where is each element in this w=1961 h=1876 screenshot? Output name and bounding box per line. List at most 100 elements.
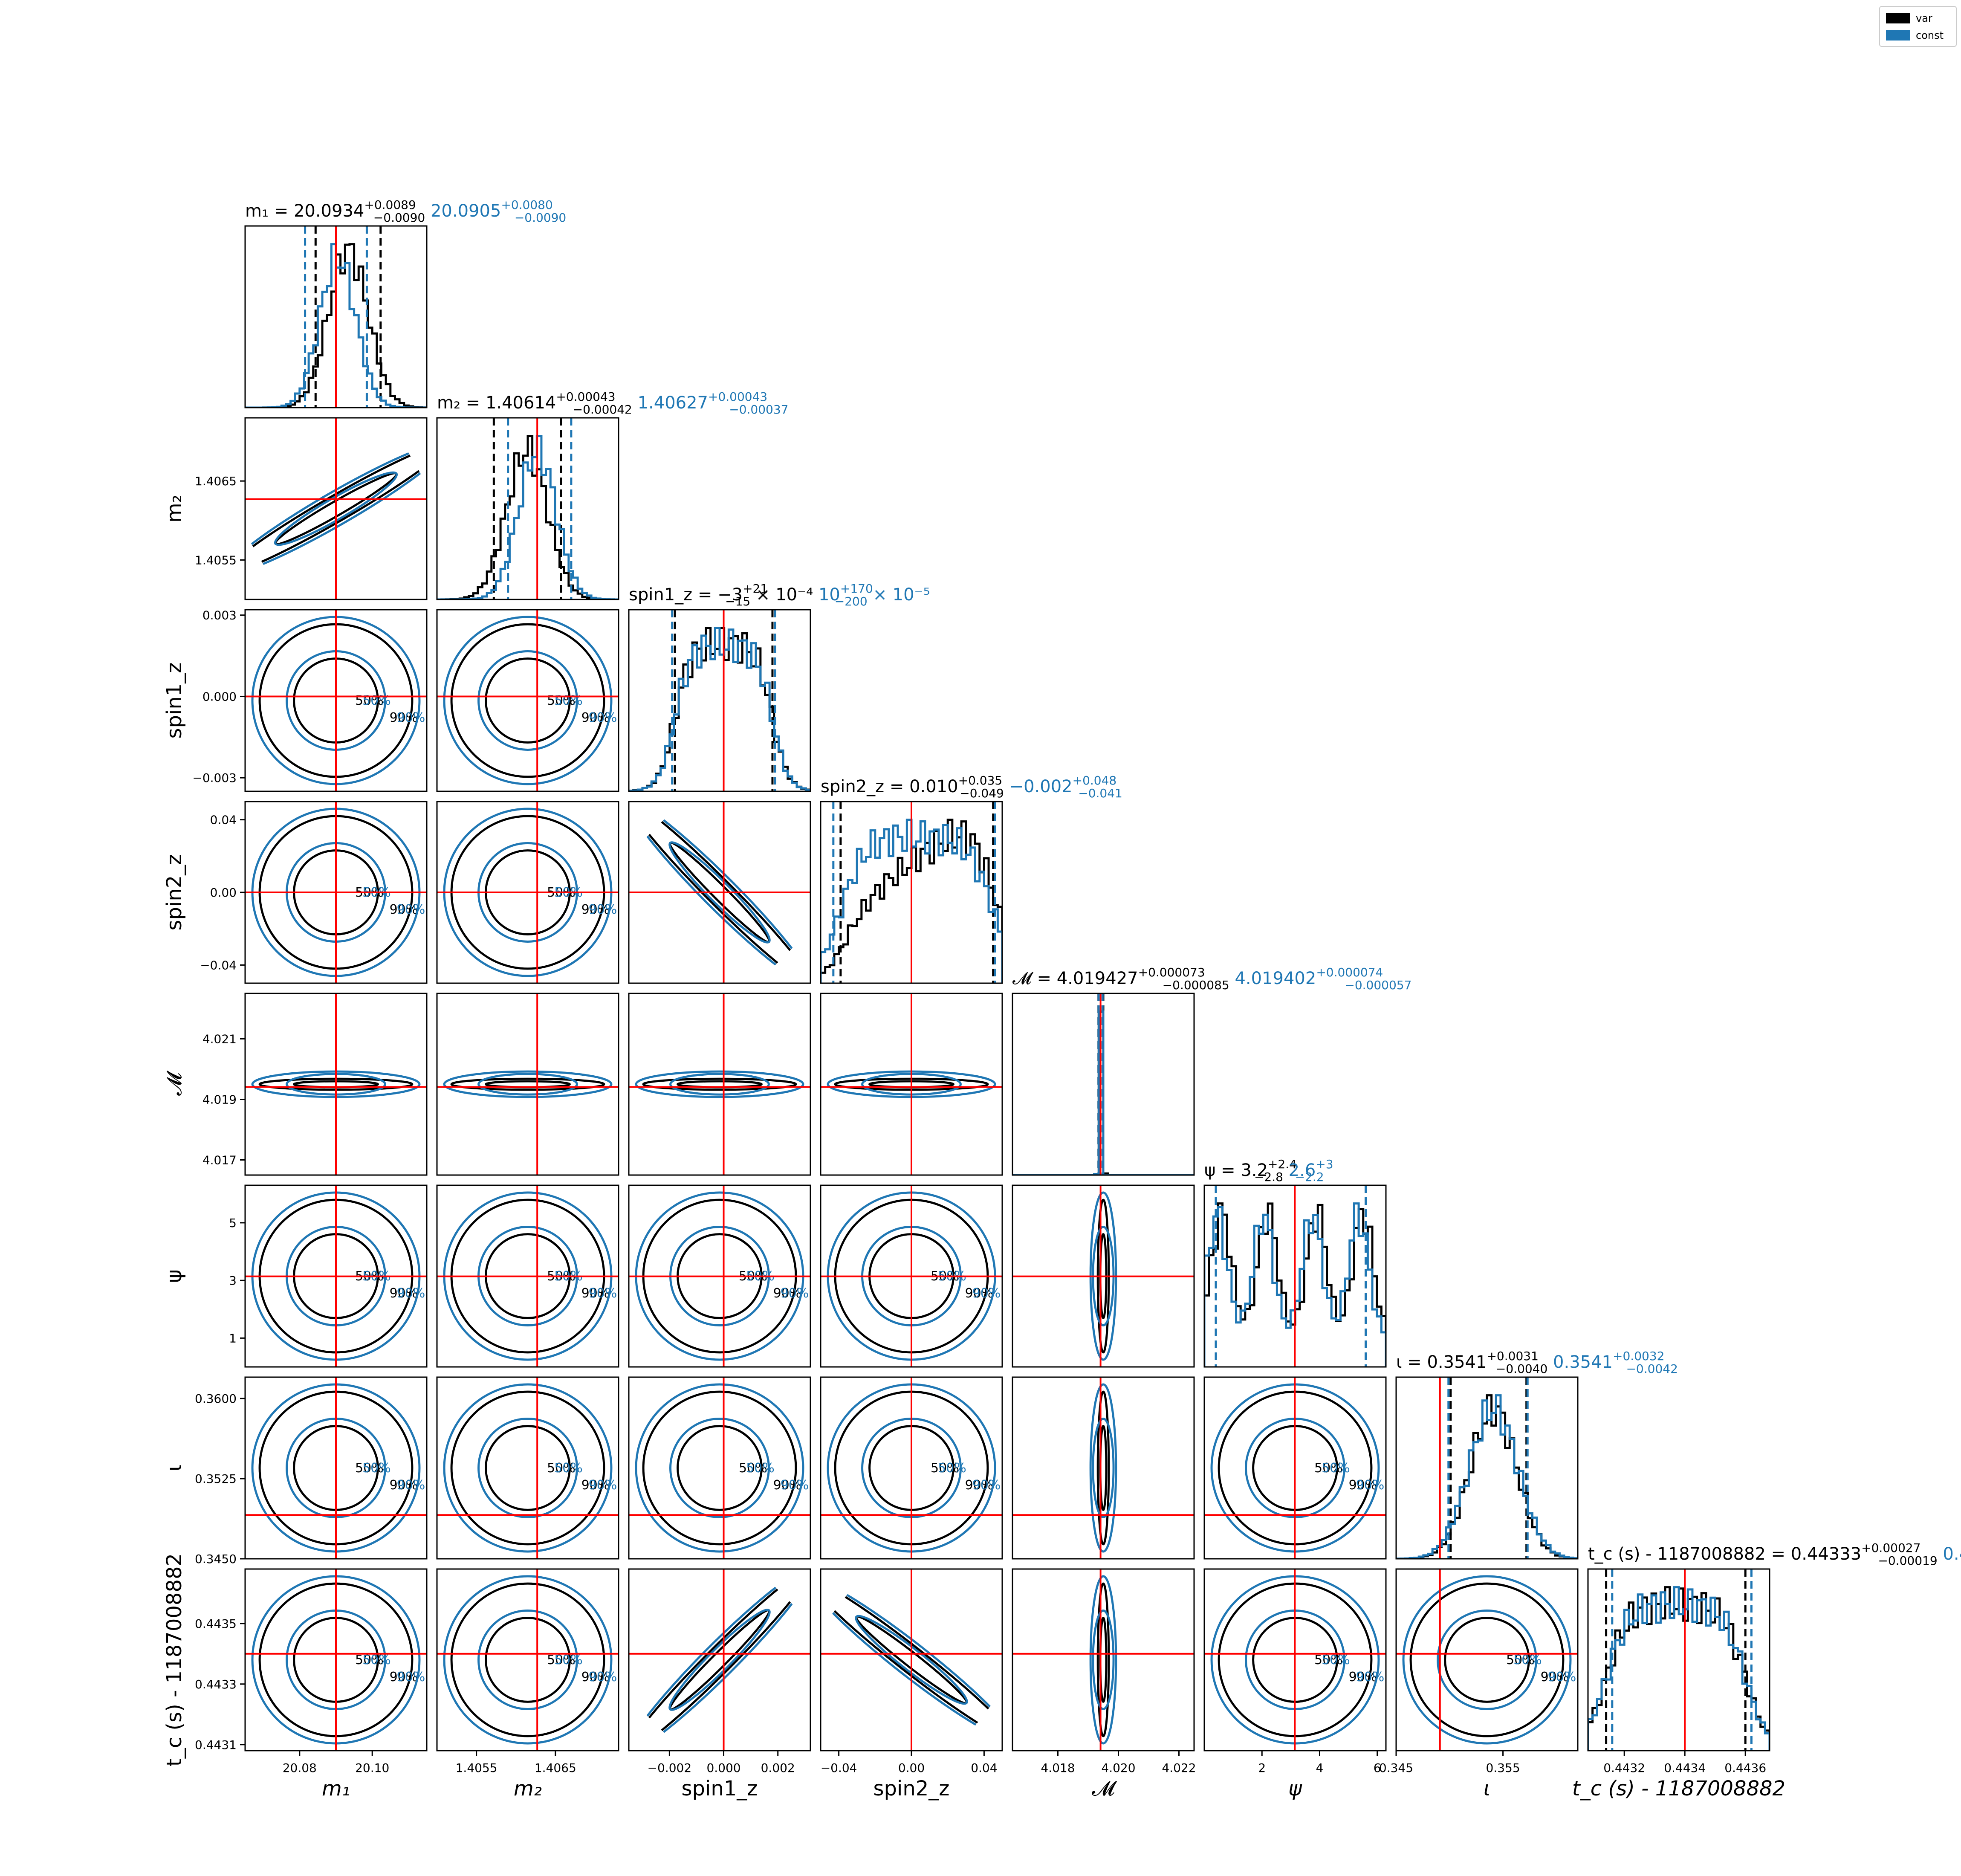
contour-label-var-50-iota-vs-psi: 50% (1314, 1461, 1343, 1476)
panel-psi-vs-psi: ψ = 3.2+2.4−2.8 2.6+3−2.2 (1203, 1157, 1387, 1368)
contour-const-90-iota-vs-spin1_z (635, 1383, 804, 1553)
contour-label-const-50-tc-vs-m2: 50% (554, 1653, 583, 1668)
panel-frame-spin1_z-vs-m1 (244, 609, 428, 792)
title-var-lower-iota: −0.0040 (1496, 1362, 1547, 1376)
xtick-label-m2-1: 1.4065 (535, 1761, 576, 1775)
ytick-label-m2-0: 1.4055 (195, 553, 237, 567)
title-const-value-mchirp: 4.019402 (1235, 969, 1316, 988)
contour-label-const-90-tc-vs-psi: 90% (1356, 1670, 1385, 1685)
ytick-label-psi-0: 1 (229, 1331, 237, 1345)
contour-var-50-tc-vs-spin1_z (668, 1609, 771, 1711)
title-const-value-psi: 2.6 (1289, 1161, 1316, 1180)
title-m1: m₁ = 20.0934+0.0089−0.0090 20.0905+0.008… (245, 198, 566, 225)
panel-frame-spin2_z-vs-spin1_z (628, 801, 811, 984)
contour-var-90-iota-vs-mchirp (1096, 1390, 1110, 1546)
hist-const-spin1_z (629, 627, 810, 791)
contour-label-const-90-psi-vs-spin1_z: 90% (781, 1286, 809, 1301)
title-const-value-spin1_z: 10 (813, 585, 840, 605)
contour-label-const-90-spin2_z-vs-m1: 90% (397, 902, 425, 917)
ytick-label-spin1_z-0: −0.003 (192, 771, 237, 785)
panel-iota-vs-psi: 50%90%50%90% (1203, 1376, 1387, 1560)
panel-frame-iota-vs-m2 (436, 1376, 619, 1560)
contour-const-90-tc-vs-spin1_z (628, 1568, 812, 1752)
panel-frame-psi-vs-m1 (244, 1184, 428, 1368)
panel-frame-tc-vs-m2 (436, 1568, 619, 1752)
title-var-value-iota: ι = 0.3541 (1396, 1352, 1487, 1372)
xtick-label-spin2_z-0: −0.04 (821, 1761, 857, 1775)
panel-frame-iota-vs-iota (1395, 1376, 1579, 1560)
xtick-label-tc-1: 0.4434 (1664, 1761, 1706, 1775)
ytick-label-tc-0: 0.4431 (195, 1738, 237, 1752)
contour-label-var-90-spin1_z-vs-m1: 90% (390, 710, 418, 725)
title-const-lower-iota: −0.0042 (1626, 1362, 1678, 1376)
contour-label-var-90-spin2_z-vs-m1: 90% (390, 902, 418, 917)
legend-swatch-const (1886, 30, 1910, 41)
legend-label-var: var (1916, 12, 1932, 24)
contour-label-var-50-iota-vs-m1: 50% (355, 1461, 384, 1476)
title-var-lower-m1: −0.0090 (373, 211, 425, 225)
ytick-label-tc-1: 0.4433 (195, 1677, 237, 1691)
yaxis-label-tc: t_c (s) - 1187008882 (162, 1553, 186, 1766)
panel-frame-m2-vs-m1 (244, 417, 428, 600)
panel-psi-vs-mchirp (1012, 1184, 1195, 1368)
contour-label-const-50-tc-vs-psi: 50% (1322, 1653, 1350, 1668)
panel-frame-tc-vs-iota (1395, 1568, 1579, 1752)
contour-label-var-50-tc-vs-psi: 50% (1314, 1653, 1343, 1668)
panel-frame-tc-vs-psi (1203, 1568, 1387, 1752)
title-var-upper-m2: +0.00043 (556, 390, 615, 404)
panel-frame-mchirp-vs-m1 (244, 993, 428, 1176)
title-const-suffix-spin1_z: × 10⁻⁵ (868, 585, 930, 605)
title-tc: t_c (s) - 1187008882 = 0.44333+0.00027−0… (1588, 1541, 1961, 1568)
title-var-lower-tc: −0.00019 (1878, 1554, 1937, 1568)
ytick-label-spin2_z-1: 0.00 (210, 886, 237, 900)
hist-const-iota (1396, 1394, 1578, 1559)
title-var-lower-spin2_z: −0.049 (960, 786, 1004, 800)
xaxis-label-mchirp: 𝓜 (1092, 1777, 1117, 1801)
panel-frame-iota-vs-spin1_z (628, 1376, 811, 1560)
contour-var-90-tc-vs-m2 (450, 1582, 605, 1737)
panel-iota-vs-spin2_z: 50%90%50%90% (820, 1376, 1003, 1560)
xaxis-label-m1: m₁ (322, 1777, 350, 1801)
xtick-label-mchirp-2: 4.022 (1162, 1761, 1196, 1775)
contour-label-var-90-tc-vs-m1: 90% (390, 1670, 418, 1685)
title-var-upper-iota: +0.0031 (1487, 1349, 1538, 1363)
title-const-value-m2: 1.40627 (638, 393, 708, 413)
title-const-value-m1: 20.0905 (431, 201, 501, 221)
contour-label-const-90-spin2_z-vs-m2: 90% (589, 902, 617, 917)
contour-const-50-tc-vs-spin1_z (668, 1609, 771, 1711)
panel-frame-tc-vs-spin1_z (628, 1568, 811, 1752)
xtick-label-spin2_z-2: 0.04 (971, 1761, 997, 1775)
title-spacer-m1 (425, 201, 431, 221)
hist-const-tc (1588, 1586, 1770, 1751)
panel-m2-vs-m2: m₂ = 1.40614+0.00043−0.00042 1.40627+0.0… (436, 390, 789, 600)
title-spacer-psi (1283, 1161, 1289, 1180)
panel-spin1_z-vs-m2: 50%90%50%90% (436, 609, 619, 792)
legend: var const (1879, 6, 1957, 47)
xaxis-label-iota: ι (1484, 1777, 1490, 1801)
xtick-label-psi-0: 2 (1258, 1761, 1266, 1775)
xtick-label-psi-2: 6 (1374, 1761, 1381, 1775)
contour-const-50-mchirp-vs-m2 (477, 1073, 578, 1096)
xaxis-label-spin1_z: spin1_z (682, 1777, 758, 1801)
contour-const-50-spin1_z-vs-m2 (477, 650, 578, 751)
title-var-lower-spin1_z: −15 (725, 594, 750, 608)
contour-var-50-tc-vs-iota (1444, 1617, 1530, 1703)
ytick-label-m2-1: 1.4065 (195, 474, 237, 488)
contour-const-90-iota-vs-m2 (443, 1383, 613, 1553)
xtick-label-spin1_z-0: −0.002 (648, 1761, 692, 1775)
contour-label-var-90-psi-vs-m1: 90% (390, 1286, 418, 1301)
contour-label-var-90-iota-vs-spin2_z: 90% (965, 1478, 994, 1493)
yaxis-label-iota: ι (162, 1465, 186, 1471)
xtick-label-tc-0: 0.4432 (1603, 1761, 1645, 1775)
ytick-label-mchirp-0: 4.017 (202, 1153, 237, 1167)
panel-mchirp-vs-mchirp: 𝓜 = 4.019427+0.000073−0.000085 4.019402+… (1012, 965, 1411, 1176)
panel-frame-psi-vs-spin2_z (820, 1184, 1003, 1368)
title-var-suffix-spin1_z: × 10⁻⁴ (750, 585, 813, 605)
panel-frame-spin2_z-vs-spin2_z (820, 801, 1003, 984)
title-var-value-spin1_z: spin1_z = −3 (629, 585, 743, 605)
contour-const-50-iota-vs-spin1_z (669, 1418, 770, 1518)
contour-const-50-mchirp-vs-spin1_z (669, 1073, 770, 1096)
